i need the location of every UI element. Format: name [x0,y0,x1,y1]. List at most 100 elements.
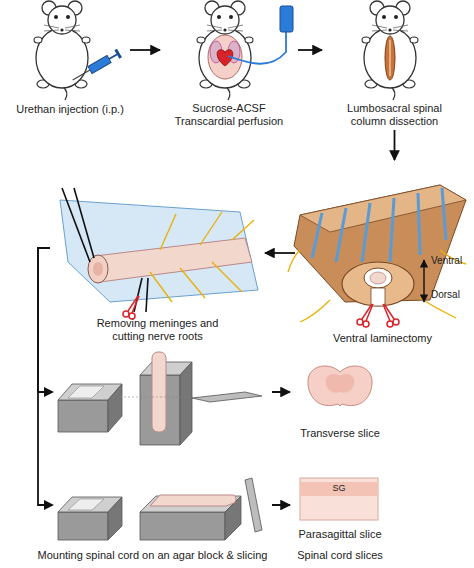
meninges-removal-part-part [212,262,242,292]
mouse-perfusion-part [280,6,293,32]
transverse-slice-part [326,374,355,393]
agar-blocks-transverse [44,352,272,445]
agar-blocks-parasagittal-part [245,478,262,532]
mouse-injection-part [34,1,90,100]
spinal-column-part-part [288,250,300,272]
scissors-part [363,321,369,327]
meninges-removal-part [88,255,108,283]
step-panel: Lumbosacral spinal column dissection [322,0,467,130]
meninges-removal-part-part [232,220,254,240]
forceps [62,188,148,312]
panel-label: Mounting spinal cord on an agar block & … [15,549,290,562]
spinal-column-part [371,288,385,306]
forceps-part [74,188,94,258]
flow-arrow [265,252,295,254]
spinal-column-part-part [362,203,370,262]
scissors-part [128,296,138,311]
agar-blocks-transverse-part [108,384,122,432]
scissors-part [362,304,372,319]
agar-blocks-parasagittal-part [140,496,241,512]
flow-arrow [38,248,290,392]
mouse-perfusion-part [197,1,253,100]
mouse-perfusion-part [208,35,242,79]
agar-blocks-parasagittal [44,478,272,540]
parasagittal-slice [300,478,378,520]
scissors-part [366,304,373,321]
mouse-perfusion-part [228,41,240,63]
agar-blocks-transverse-part [44,386,272,398]
mouse-perfusion-part [210,41,222,63]
agar-blocks-parasagittal-part [140,512,225,540]
agar-blocks-transverse-part [152,352,166,432]
meninges-removal-part-part [200,212,222,245]
spinal-column-part [364,268,392,288]
meninges-removal-part-part [160,214,176,250]
meninges-removal-part [150,212,254,302]
step-panel: Urethan injection (i.p.) [10,0,130,118]
agar-blocks-parasagittal-part [150,495,236,506]
transverse-slice [308,366,372,406]
flow-arrow [38,248,290,505]
spinal-column-part [294,185,466,302]
step-caption: Urethan injection (i.p.) [10,103,130,116]
syringe-part [73,70,90,80]
step-panel: Removing meninges and cutting nerve root… [50,185,265,345]
scissors-part [357,319,363,325]
forceps-part [146,278,148,312]
meninges-removal [60,188,258,319]
mouse-dissection-part [389,40,391,76]
meninges-removal-part [93,262,103,276]
orientation-label: Dorsal [431,289,474,301]
step-caption: Lumbosacral spinal column dissection [340,102,450,128]
agar-blocks-parasagittal-part [58,497,122,512]
spinal-column-part [370,272,386,284]
transverse-slice-part [308,366,372,406]
scissors-part [132,296,139,313]
mouse-perfusion-part [228,32,286,64]
step-panel: Sucrose-ACSF Transcardial perfusion [160,0,298,130]
panel-label: Spinal cord slices [285,549,395,562]
step-caption: Ventral laminectomy [298,332,468,345]
mouse-injection [34,1,122,100]
forceps-part [62,188,90,262]
syringe-part [114,49,122,59]
spinal-column-part [342,262,414,306]
agar-blocks-parasagittal-part [68,499,104,510]
step-caption: Sucrose-ACSF Transcardial perfusion [168,102,290,128]
agar-blocks-transverse-part [180,362,192,445]
forceps-part [134,278,142,312]
meninges-removal-part-part [180,268,205,298]
spinal-column-part [423,260,424,302]
flow-arrow [130,49,160,51]
spinal-column-part-part [312,213,322,258]
scissors-part [123,311,129,317]
mouse-dissection-part [362,1,418,100]
agar-blocks-transverse-part [68,386,104,398]
agar-blocks-transverse-part [140,362,192,375]
mouse-perfusion-part [217,50,233,66]
agar-blocks-transverse-part [58,400,108,432]
scissors-part [387,321,393,327]
step-caption: Removing meninges and cutting nerve root… [85,317,230,343]
meninges-removal-part [95,238,252,282]
agar-blocks-parasagittal-part [44,499,272,511]
spinal-column-part-part [336,208,346,262]
agar-blocks-parasagittal-part [58,512,108,540]
syringe-part [109,54,118,59]
agar-blocks-transverse-part [140,375,180,445]
agar-blocks-transverse-part [192,392,262,402]
scissors-part [384,304,394,319]
agar-blocks-transverse-part [44,387,54,397]
scissors-part [383,304,390,321]
region-label: SG [300,483,378,494]
agar-blocks-parasagittal-part [108,497,122,540]
step-caption: Transverse slice [290,427,390,440]
syringe-part [88,56,111,74]
spinal-column-part [312,188,446,262]
agar-blocks-transverse-part [120,397,192,398]
spinal-column-part-part [442,188,446,240]
spinal-column-part-part [300,300,330,322]
